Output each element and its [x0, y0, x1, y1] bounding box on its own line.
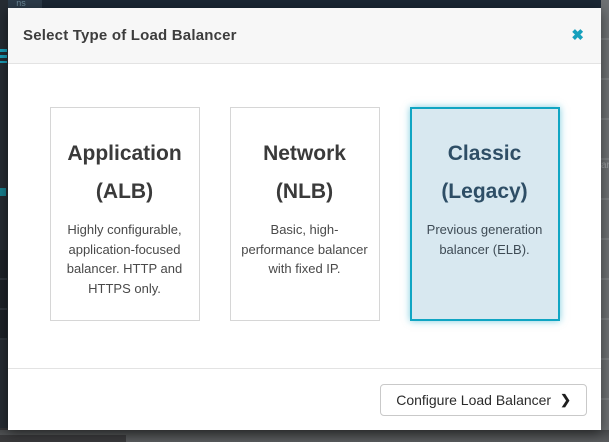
background-bottom-strip — [0, 430, 609, 442]
card-title: Application (ALB) — [61, 135, 189, 211]
menu-icon-fragment — [0, 49, 7, 63]
modal-header: Select Type of Load Balancer ✖ — [8, 8, 601, 64]
card-title-line2: (NLB) — [275, 180, 334, 203]
modal-body: Application (ALB) Highly configurable, a… — [8, 64, 601, 368]
background-right-sliver — [601, 0, 609, 442]
card-title-line1: Classic — [447, 142, 522, 165]
card-row: Application (ALB) Highly configurable, a… — [8, 64, 601, 321]
card-title-line2: (ALB) — [95, 180, 154, 203]
background-row-fragment: ar — [601, 160, 609, 171]
card-description: Basic, high-performance balancer with fi… — [241, 222, 368, 276]
background-left-fragment — [0, 188, 6, 196]
configure-button-label: Configure Load Balancer — [396, 391, 552, 408]
configure-load-balancer-button[interactable]: Configure Load Balancer ❯ — [380, 383, 587, 416]
card-title-line2: (Legacy) — [441, 180, 528, 203]
card-application-alb[interactable]: Application (ALB) Highly configurable, a… — [49, 107, 200, 321]
background-left-rows — [0, 250, 7, 340]
chevron-right-icon: ❯ — [560, 391, 571, 407]
card-description: Highly configurable, application-focused… — [66, 222, 183, 296]
card-title-line1: Application — [67, 142, 182, 165]
card-classic-legacy-selected[interactable]: Classic (Legacy) Previous generation bal… — [409, 107, 560, 321]
background-bottom-dark-block — [0, 435, 126, 442]
card-title: Classic (Legacy) — [421, 135, 549, 211]
card-network-nlb[interactable]: Network (NLB) Basic, high-performance ba… — [229, 107, 380, 321]
modal-title: Select Type of Load Balancer — [23, 27, 237, 44]
load-balancer-type-modal: Select Type of Load Balancer ✖ Applicati… — [8, 8, 601, 430]
card-title-line1: Network — [263, 142, 346, 165]
card-title: Network (NLB) — [241, 135, 369, 211]
background-topbar — [0, 0, 609, 10]
modal-footer: Configure Load Balancer ❯ — [8, 368, 601, 430]
background-left-sliver — [0, 0, 8, 442]
close-icon[interactable]: ✖ — [571, 27, 584, 44]
card-description: Previous generation balancer (ELB). — [426, 222, 543, 257]
background-tab-fragment: ns — [0, 0, 42, 9]
